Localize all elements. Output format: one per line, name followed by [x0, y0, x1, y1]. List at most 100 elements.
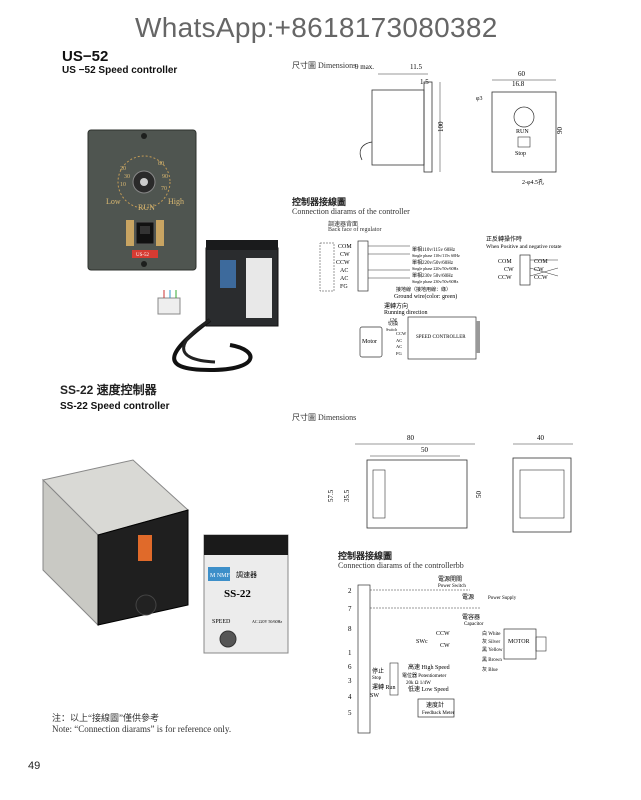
low-speed-label: 低速 Low Speed — [408, 685, 449, 693]
wire-label: 黑 Brown — [482, 657, 502, 663]
power-switch-label: 電源開關 — [438, 575, 462, 583]
spec-text: AC 220V 50/60Hz — [252, 619, 282, 624]
us52-dimension-drawing: 9 max. 11.5 1.5 100 60 16.8 φ3 RUN Stop … — [355, 63, 564, 186]
supply-text: 單相110v/115v 60Hz — [412, 246, 456, 253]
terminal-label: CW — [504, 267, 514, 273]
dim-text: 50 — [475, 491, 483, 499]
capacitor-label: Capacitor — [464, 622, 484, 627]
motor-label: Motor — [362, 339, 377, 345]
dial-mark: 10 — [120, 182, 126, 188]
ss22-title: SS-22 速度控制器 — [60, 383, 157, 397]
dim-text: 100 — [437, 121, 445, 132]
supply-text: Single phase 110v/115v 60Hz — [412, 253, 460, 258]
us52-dimensions-label: 尺寸圖 Dimensions — [292, 61, 357, 70]
us52-wiring-diagram: COM CW CCW AC AC FG 單相110v/115v 60Hz Sin… — [319, 235, 562, 360]
pin-label: 1 — [348, 649, 352, 657]
supply-text: 單相220v/50v/60Hz — [412, 259, 454, 266]
dim-text: 90 — [556, 127, 564, 135]
note-cn: 注：以上“接線圖”僅供參考 — [52, 713, 159, 723]
supply-text: Single phase 230v/50v/60Hz — [412, 279, 458, 284]
switch-label: 切換 — [388, 320, 398, 327]
wire-label: 白 White — [482, 630, 501, 637]
terminal-label: COM — [534, 259, 548, 265]
page-number: 49 — [28, 760, 41, 772]
cw-label: CW — [440, 643, 450, 649]
pin-label: 7 — [348, 605, 352, 613]
high-speed-label: 高速 High Speed — [408, 663, 450, 671]
dim-text: 16.8 — [512, 80, 525, 88]
dial-mark: 20 — [120, 166, 126, 172]
terminal-label: COM — [498, 259, 512, 265]
connector — [157, 297, 181, 315]
terminal-label: AC — [340, 268, 348, 274]
ground-text: 接地線（接地用線：綠） — [396, 286, 451, 293]
model-text: SS-22 — [224, 588, 251, 600]
model-badge-text: US-52 — [136, 253, 150, 258]
dial-mark: 90 — [162, 174, 168, 180]
high-label: High — [168, 197, 184, 206]
ground-text: Ground wire(color: green) — [394, 293, 457, 300]
motor-terminal: FG — [396, 351, 403, 356]
pin-label: 3 — [348, 677, 352, 685]
dim-text: 57.5 — [327, 489, 335, 502]
dim-text: 11.5 — [410, 63, 422, 71]
dim-text: RUN — [516, 129, 529, 135]
model-badge — [132, 250, 158, 258]
motor-terminal: CW — [390, 317, 398, 322]
pin-label: 2 — [348, 587, 352, 595]
dial-mark: 80 — [158, 161, 164, 167]
stop-label: Stop — [372, 676, 382, 681]
terminal-label: AC — [340, 276, 348, 282]
ss22-wiring-title-en: Connection diarams of the controllerbb — [338, 561, 464, 570]
pin-label: 6 — [348, 663, 352, 671]
supply-text: 單相230v 50v/60Hz — [412, 272, 454, 279]
speed-controller-label: SPEED CONTROLLER — [416, 335, 466, 340]
running-cn: 運轉方向 — [384, 302, 408, 310]
ss22-dimension-drawing: 80 50 57.5 35.5 50 40 — [327, 434, 573, 533]
dim-text: 40 — [537, 434, 545, 442]
feedback-label: Feedback Meter — [422, 711, 455, 716]
dim-text: 80 — [407, 434, 415, 442]
feedback-label: 速度計 — [426, 701, 444, 709]
dim-text: 50 — [421, 446, 429, 454]
wire-label: 黑 Yellow — [482, 647, 503, 653]
wire-label: 灰 Silver — [482, 638, 501, 645]
sw-label: SWc — [416, 639, 428, 645]
ss22-product-photo: M NMF 調速器 SS-22 SPEED AC 220V 50/60Hz — [42, 459, 289, 654]
pin-label: 5 — [348, 709, 352, 717]
pin-label: 8 — [348, 625, 352, 633]
back-face-cn: 調速器背面 — [328, 222, 359, 228]
dim-text: 35.5 — [343, 489, 351, 502]
watermark-text: WhatsApp:+8618173080382 — [135, 12, 498, 43]
stop-label: 停止 — [372, 667, 384, 675]
switch-label: Switch — [386, 327, 397, 332]
pin-label: 4 — [348, 693, 352, 701]
power-switch-label: Power Switch — [438, 584, 466, 589]
low-label: Low — [106, 197, 121, 206]
us52-title: US−52 — [62, 48, 109, 65]
pot-label: 電位器 Potentiometer — [402, 672, 447, 679]
ss22-dimensions-label: 尺寸圖 Dimensions — [292, 413, 357, 422]
dim-text: 9 max. — [355, 63, 374, 71]
power-supply-label: 電源 — [462, 593, 474, 601]
power-supply-label: Power Supply — [488, 596, 517, 601]
label-cn: 調速器 — [236, 570, 257, 579]
motor-terminal: AC — [396, 344, 402, 349]
us52-product-photo: 20 10 80 90 70 30 RUN Low High US-52 — [87, 129, 279, 373]
speed-knob[interactable] — [219, 630, 237, 648]
run-label: RUN — [138, 203, 155, 212]
motor-terminal: AC — [396, 338, 402, 343]
run-label: 運轉 Run — [372, 683, 396, 691]
rotate-en: When Positive and negative rotate — [486, 244, 562, 250]
ss22-subtitle: SS-22 Speed controller — [60, 401, 170, 412]
ccw-label: CCW — [436, 631, 450, 637]
pot-label: 20k Ω 1/4W — [406, 681, 431, 686]
speed-text: SPEED — [212, 619, 231, 625]
terminal-label: CW — [340, 252, 350, 258]
terminal-label: CCW — [498, 275, 512, 281]
terminal-label: COM — [338, 244, 352, 250]
dim-text: 60 — [518, 70, 526, 78]
back-face-en: Back face of regulator — [328, 227, 382, 233]
terminal-label: FG — [340, 284, 348, 290]
ss22-wiring-title-cn: 控制器接線圖 — [338, 551, 393, 561]
